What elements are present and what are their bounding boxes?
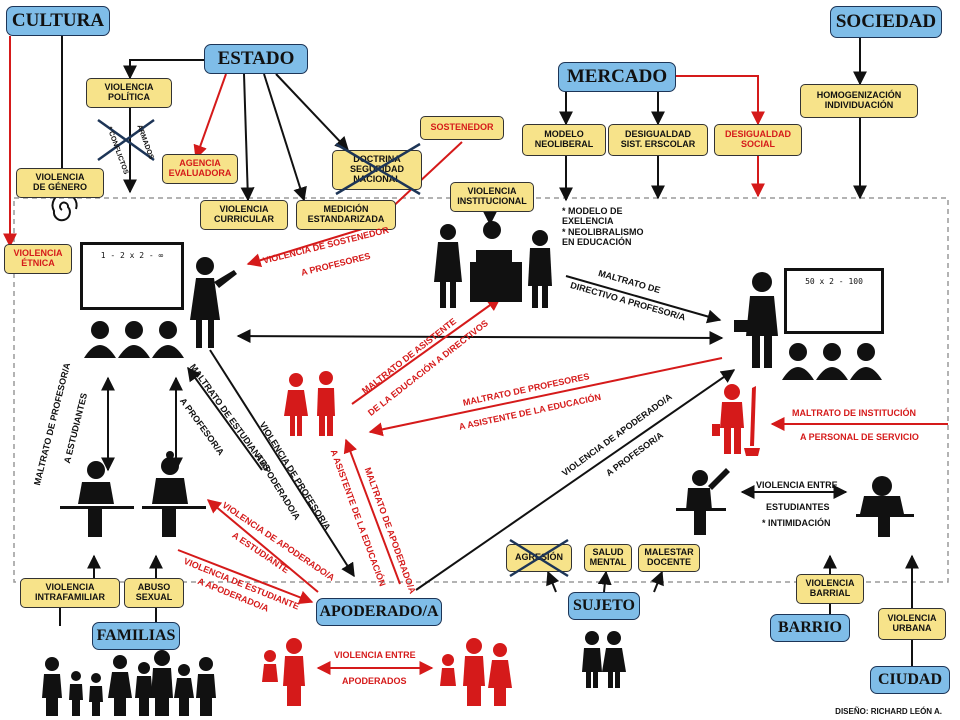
label-maltrato-institucion-2: A PERSONAL DE SERVICIO <box>800 432 919 442</box>
ciudad-box[interactable]: CIUDAD <box>870 666 950 694</box>
label-viol-estudiantes-2: ESTUDIANTES <box>766 502 830 512</box>
tag-violencia-curricular[interactable]: VIOLENCIA CURRICULAR <box>200 200 288 230</box>
tag-abuso-sexual[interactable]: ABUSO SEXUAL <box>124 578 184 608</box>
sujeto-box[interactable]: SUJETO <box>568 592 640 620</box>
barrio-box[interactable]: BARRIO <box>770 614 850 642</box>
tag-agencia-evaluadora[interactable]: AGENCIA EVALUADORA <box>162 154 238 184</box>
tag-sostenedor[interactable]: SOSTENEDOR <box>420 116 504 140</box>
tag-medicion-estandarizada[interactable]: MEDICIÓN ESTANDARIZADA <box>296 200 396 230</box>
tag-homogenizacion[interactable]: HOMOGENIZACIÓN INDIVIDUACIÓN <box>800 84 918 118</box>
tag-violencia-intrafamiliar[interactable]: VIOLENCIA INTRAFAMILIAR <box>20 578 120 608</box>
tag-salud-mental[interactable]: SALUD MENTAL <box>584 544 632 572</box>
sociedad-box[interactable]: SOCIEDAD <box>830 6 942 38</box>
tag-violencia-etnica[interactable]: VIOLENCIA ÉTNICA <box>4 244 72 274</box>
label-viol-estudiantes-1: VIOLENCIA ENTRE <box>756 480 838 490</box>
design-credit: DISEÑO: RICHARD LEÓN A. <box>835 707 942 716</box>
cultura-box[interactable]: CULTURA <box>6 6 110 36</box>
tag-malestar-docente[interactable]: MALESTAR DOCENTE <box>638 544 700 572</box>
tag-violencia-genero[interactable]: VIOLENCIA DE GÉNERO <box>16 168 104 198</box>
label-viol-apoderados-2: APODERADOS <box>342 676 407 686</box>
chalkboard-right: 50 x 2 - 100 <box>784 268 884 334</box>
tag-violencia-barrial[interactable]: VIOLENCIA BARRIAL <box>796 574 864 604</box>
tag-modelo-neoliberal[interactable]: MODELO NEOLIBERAL <box>522 124 606 156</box>
chalkboard-left: 1 - 2 x 2 - ∞ <box>80 242 184 310</box>
tag-desigualdad-sist[interactable]: DESIGUALDAD SIST. ERSCOLAR <box>608 124 708 156</box>
note-modelo-excelencia: * MODELO DE EXELENCIA * NEOLIBRALISMO EN… <box>562 206 644 248</box>
familias-box[interactable]: FAMILIAS <box>92 622 180 650</box>
tag-doctrina-seguridad[interactable]: DOCTRINA SEGURIDAD NACIONAL <box>332 150 422 190</box>
tag-agresion[interactable]: AGRESIÓN <box>506 544 572 572</box>
tag-violencia-urbana[interactable]: VIOLENCIA URBANA <box>878 608 946 640</box>
label-viol-apoderados-1: VIOLENCIA ENTRE <box>334 650 416 660</box>
label-maltrato-institucion-1: MALTRATO DE INSTITUCIÓN <box>792 408 916 418</box>
label-intimidacion: * INTIMIDACIÓN <box>762 518 831 528</box>
tag-desigualdad-social[interactable]: DESIGUALDAD SOCIAL <box>714 124 802 156</box>
tag-violencia-institucional[interactable]: VIOLENCIA INSTITUCIONAL <box>450 182 534 212</box>
mercado-box[interactable]: MERCADO <box>558 62 676 92</box>
chalkboard-right-text: 50 x 2 - 100 <box>805 277 863 286</box>
estado-box[interactable]: ESTADO <box>204 44 308 74</box>
chalkboard-left-text: 1 - 2 x 2 - ∞ <box>100 251 164 260</box>
apoderado-box[interactable]: APODERADO/A <box>316 598 442 626</box>
school-boundary <box>13 197 949 583</box>
tag-violencia-politica[interactable]: VIOLENCIA POLÍTICA <box>86 78 172 108</box>
